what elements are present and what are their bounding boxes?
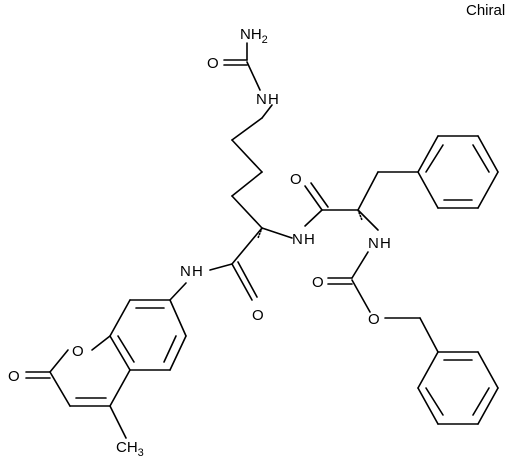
atom-label-n-amide-left: N [180,263,191,280]
atom-label-h-amide-left: H [192,263,203,280]
atom-label-n-amide-right: N [292,231,303,248]
bond-lines [25,42,499,439]
atom-label-o-amide-phe: O [290,171,302,188]
atom-label-o-carbamate-carbonyl: O [312,274,324,291]
atom-label-h-amide-right: H [304,231,315,248]
atom-label-o-amide-left: O [252,307,264,324]
atom-label-o-coumarin-carbonyl: O [8,368,20,385]
atom-label-o-coumarin-ring: O [72,343,84,360]
atom-label-o-urea: O [207,55,219,72]
atom-label-n-carbamate: N [368,235,379,252]
chiral-label: Chiral [466,2,505,19]
atom-labels: Chiral NH2 O N H O N H N H O N H O O O O… [8,2,505,459]
atom-label-n-urea: N [256,91,267,108]
atom-label-o-carbamate-ester: O [368,311,380,328]
atom-label-h-carbamate: H [380,235,391,252]
atom-label-nh2: NH2 [240,26,268,46]
atom-label-ch3: CH3 [116,439,144,459]
atom-label-h-urea: H [268,91,279,108]
